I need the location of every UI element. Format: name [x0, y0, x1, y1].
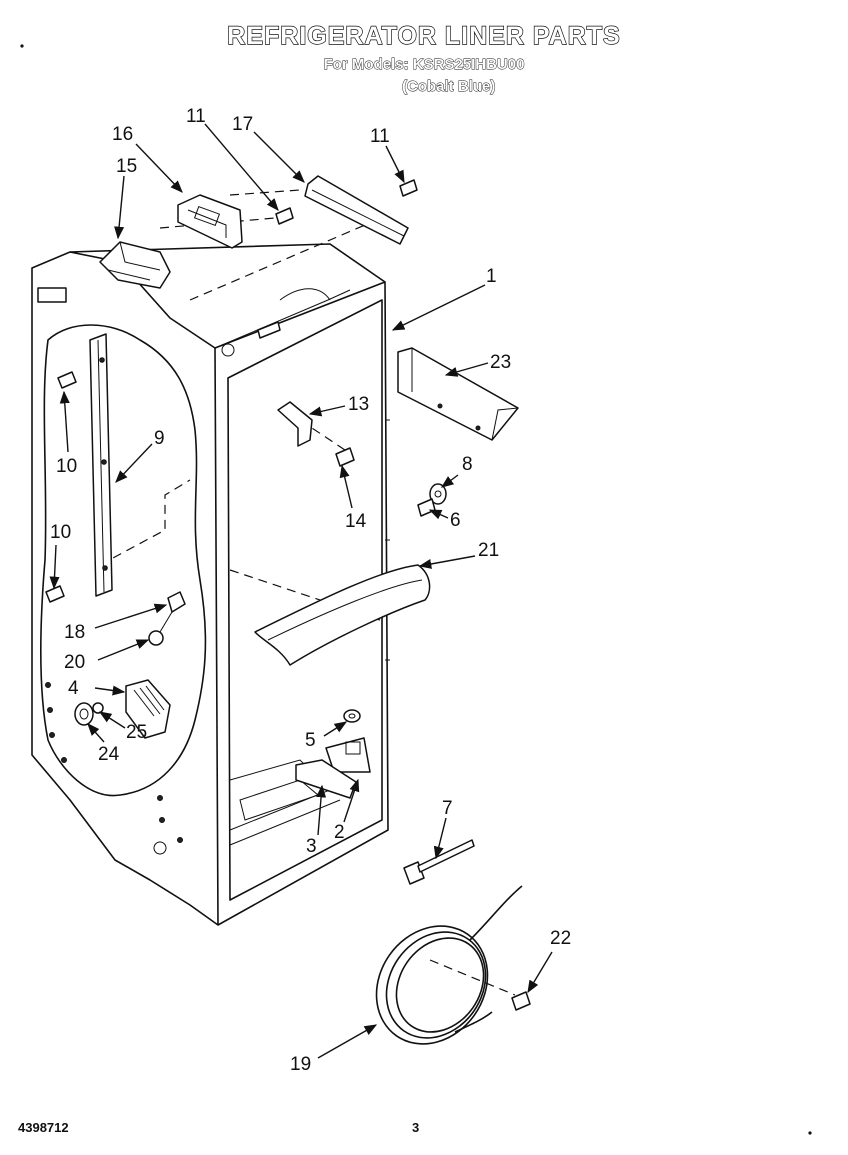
part-14-screw	[335, 447, 355, 467]
corner-mark	[808, 1131, 812, 1135]
callout-15: 15	[116, 156, 137, 177]
part-5-nut	[343, 709, 361, 723]
callout-10-bottom: 10	[50, 522, 71, 543]
part-13-bracket	[277, 401, 313, 447]
callout-9: 9	[154, 428, 165, 449]
part-18-screw	[167, 591, 186, 613]
callout-19: 19	[290, 1054, 311, 1075]
part-16-bracket	[177, 194, 243, 249]
model-number: For Models: KSRS25IHBU00	[323, 56, 525, 74]
callout-13: 13	[348, 394, 369, 415]
callout-4: 4	[68, 678, 79, 699]
part-19-tube-coil	[375, 885, 523, 1045]
part-10-screw-top	[57, 371, 77, 389]
callout-18: 18	[64, 622, 85, 643]
callout-labels: 1 2 3 4 5 6 7 8 9 10 10 11 11 13 14 15 1…	[50, 106, 571, 1075]
callout-23: 23	[490, 352, 511, 373]
part-25-clip	[92, 702, 104, 714]
callout-25: 25	[126, 722, 147, 743]
part-11-screw-left	[275, 207, 294, 225]
part-8-grommet	[429, 483, 447, 505]
callout-16: 16	[112, 124, 133, 145]
part-10-screw-bottom	[45, 585, 65, 603]
part-9-rail	[89, 333, 113, 597]
callout-5: 5	[305, 730, 316, 751]
callout-11-left: 11	[186, 106, 206, 127]
callout-1: 1	[486, 266, 497, 287]
callout-7: 7	[442, 798, 453, 819]
part-22-screw	[511, 991, 531, 1011]
callout-14: 14	[345, 511, 367, 532]
part-23-cover	[397, 347, 519, 441]
part-7-tie	[403, 839, 475, 885]
assembly-lines	[99, 189, 516, 996]
part-15-housing	[99, 241, 171, 289]
callout-3: 3	[306, 836, 317, 857]
callout-10-top: 10	[56, 456, 77, 477]
callout-24: 24	[98, 744, 120, 765]
callout-22: 22	[550, 928, 571, 949]
part-6-screw	[417, 498, 436, 517]
page-title: REFRIGERATOR LINER PARTS	[227, 21, 621, 50]
callout-20: 20	[64, 652, 85, 673]
callout-11-right: 11	[370, 126, 390, 147]
color-variant: (Cobalt Blue)	[402, 78, 496, 96]
part-17-channel	[304, 175, 409, 245]
part-11-screw-right	[399, 179, 418, 197]
document-number: 4398712	[18, 1120, 69, 1135]
callout-21: 21	[478, 540, 499, 561]
part-20-bulb	[148, 611, 173, 646]
callout-2: 2	[334, 822, 345, 843]
part-2-bracket	[325, 737, 371, 773]
leader-lines	[49, 123, 553, 1059]
callout-6: 6	[450, 510, 461, 531]
part-24-socket	[74, 702, 94, 726]
corner-mark	[20, 44, 24, 48]
callout-8: 8	[462, 454, 473, 475]
callout-17: 17	[232, 114, 253, 135]
part-21-cover	[254, 564, 431, 666]
page-number: 3	[412, 1120, 420, 1135]
part-4-grille	[125, 679, 171, 739]
